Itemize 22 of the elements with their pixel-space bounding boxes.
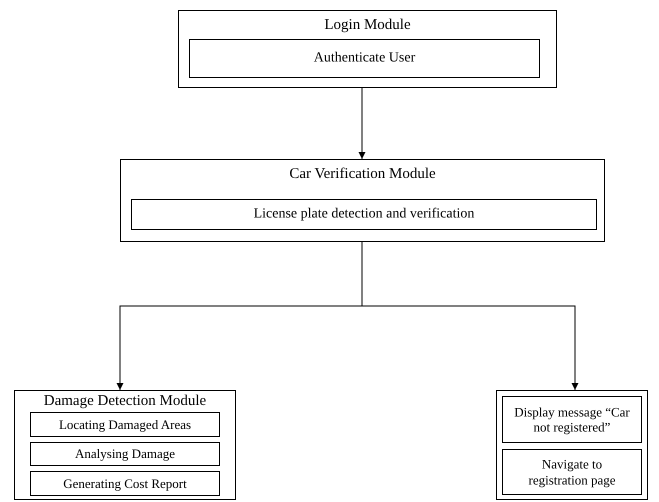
step-text: Navigate to registration page	[528, 456, 616, 488]
step-text: License plate detection and verification	[252, 206, 476, 223]
connector-arrow	[358, 88, 366, 160]
step-box	[502, 396, 642, 443]
step-box	[30, 442, 220, 466]
step-box	[131, 199, 597, 230]
step-text: Locating Damaged Areas	[58, 416, 192, 432]
step-text: Generating Cost Report	[62, 476, 188, 492]
step-text: Display message “Car not registered”	[513, 404, 631, 436]
module-box	[14, 390, 236, 500]
module-title: Damage Detection Module	[42, 392, 208, 410]
step-box	[30, 412, 220, 437]
step-text: Authenticate User	[312, 50, 416, 67]
step-box	[502, 449, 642, 495]
step-box	[189, 39, 540, 78]
step-box	[30, 471, 220, 496]
group-box	[496, 390, 648, 500]
step-text: Analysing Damage	[74, 446, 176, 462]
module-title: Login Module	[323, 16, 412, 34]
module-title: Car Verification Module	[288, 165, 437, 183]
module-box	[178, 10, 557, 88]
module-box	[120, 159, 605, 242]
